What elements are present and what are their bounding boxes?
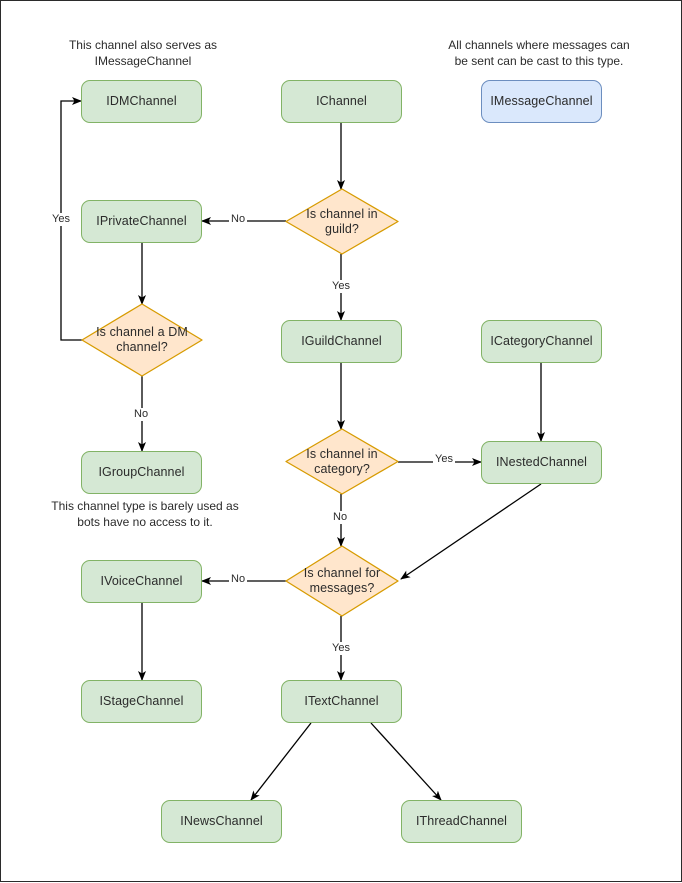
node-label: Is channel for messages? — [303, 566, 381, 595]
edge-label-e-dm-idm: Yes — [50, 213, 72, 226]
flow-edge — [400, 483, 542, 580]
edge-label-e-messages-voice: No — [229, 573, 248, 586]
edge-label-e-guild-private: No — [229, 213, 248, 226]
node-label: IPrivateChannel — [96, 214, 187, 228]
node-label: IChannel — [316, 94, 367, 108]
node-iguildchannel[interactable]: IGuildChannel — [281, 320, 402, 363]
decision-node-q-dm[interactable]: Is channel a DM channel? — [82, 304, 202, 376]
node-label: IGroupChannel — [98, 465, 185, 479]
node-ichannel[interactable]: IChannel — [281, 80, 402, 123]
annotation-note-group: This channel type is barely used as bots… — [51, 499, 239, 529]
node-icategorychannel[interactable]: ICategoryChannel — [481, 320, 602, 363]
node-label: Is channel in guild? — [306, 206, 378, 236]
edge-label-e-dm-group: No — [132, 408, 151, 421]
node-label: IVoiceChannel — [100, 574, 183, 588]
flow-edge — [370, 722, 442, 801]
node-imessagechannel[interactable]: IMessageChannel — [481, 80, 602, 123]
edge-label-e-cat-nested: Yes — [433, 453, 455, 466]
node-istagechannel[interactable]: IStageChannel — [81, 680, 202, 723]
node-label: IGuildChannel — [301, 334, 382, 348]
decision-node-q-messages[interactable]: Is channel for messages? — [286, 546, 398, 616]
node-itextchannel[interactable]: ITextChannel — [281, 680, 402, 723]
node-igroupchannel[interactable]: IGroupChannel — [81, 451, 202, 494]
annotation-note-dm: This channel also serves as IMessageChan… — [68, 38, 218, 68]
node-ithreadchannel[interactable]: IThreadChannel — [401, 800, 522, 843]
node-label: IStageChannel — [99, 694, 184, 708]
annotation-note-message: All channels where messages can be sent … — [448, 38, 630, 68]
node-label: Is channel a DM channel? — [96, 325, 188, 354]
node-label: Is channel in category? — [306, 446, 378, 476]
node-inewschannel[interactable]: INewsChannel — [161, 800, 282, 843]
node-iprivatechannel[interactable]: IPrivateChannel — [81, 200, 202, 243]
edge-label-e-guild-guildchannel: Yes — [330, 280, 352, 293]
flow-edge — [250, 722, 312, 801]
node-idmchannel[interactable]: IDMChannel — [81, 80, 202, 123]
edge-label-e-cat-messages: No — [331, 511, 350, 524]
node-label: IThreadChannel — [415, 814, 508, 828]
node-ivoicechannel[interactable]: IVoiceChannel — [81, 560, 202, 603]
node-inestedchannel[interactable]: INestedChannel — [481, 441, 602, 484]
node-label: INestedChannel — [495, 455, 588, 469]
node-label: ICategoryChannel — [490, 334, 593, 348]
decision-node-q-in-guild[interactable]: Is channel in guild? — [286, 189, 398, 254]
node-label: IMessageChannel — [490, 94, 593, 108]
node-label: ITextChannel — [304, 694, 379, 708]
decision-node-q-in-category[interactable]: Is channel in category? — [286, 429, 398, 494]
node-label: INewsChannel — [180, 814, 263, 828]
edge-label-e-messages-text: Yes — [330, 642, 352, 655]
node-label: IDMChannel — [106, 94, 177, 108]
